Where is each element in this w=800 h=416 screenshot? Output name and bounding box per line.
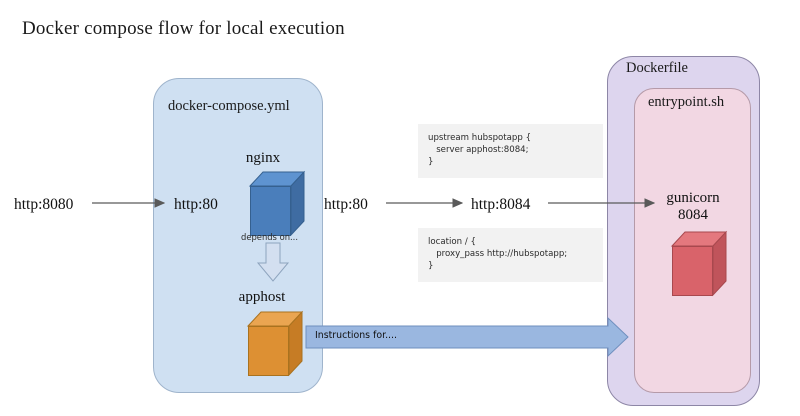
gunicorn-name: gunicorn [666,190,720,206]
code-block-upstream: upstream hubspotapp { server apphost:808… [418,124,603,178]
panel-label-entrypoint: entrypoint.sh [648,94,725,110]
depends-on-label: depends on... [241,232,299,242]
node-caption-gunicorn: gunicorn 8084 [645,190,741,224]
panel-label-docker-compose: docker-compose.yml [168,98,290,114]
node-caption-nginx: nginx [245,150,281,166]
endpoint-nginx-out-80: http:80 [324,196,368,213]
code-block-location: location / { proxy_pass http://hubspotap… [418,228,603,282]
node-caption-apphost: apphost [238,289,286,305]
cube-nginx [248,170,306,237]
cube-gunicorn [670,230,728,297]
instructions-arrow-label: Instructions for.... [315,330,397,341]
page-title: Docker compose flow for local execution [22,18,345,39]
endpoint-external-8080: http:8080 [14,196,74,213]
panel-label-dockerfile: Dockerfile [626,60,688,76]
endpoint-app-8084: http:8084 [471,196,531,213]
gunicorn-port: 8084 [678,206,708,223]
endpoint-nginx-in-80: http:80 [174,196,218,213]
cube-apphost [246,310,304,377]
